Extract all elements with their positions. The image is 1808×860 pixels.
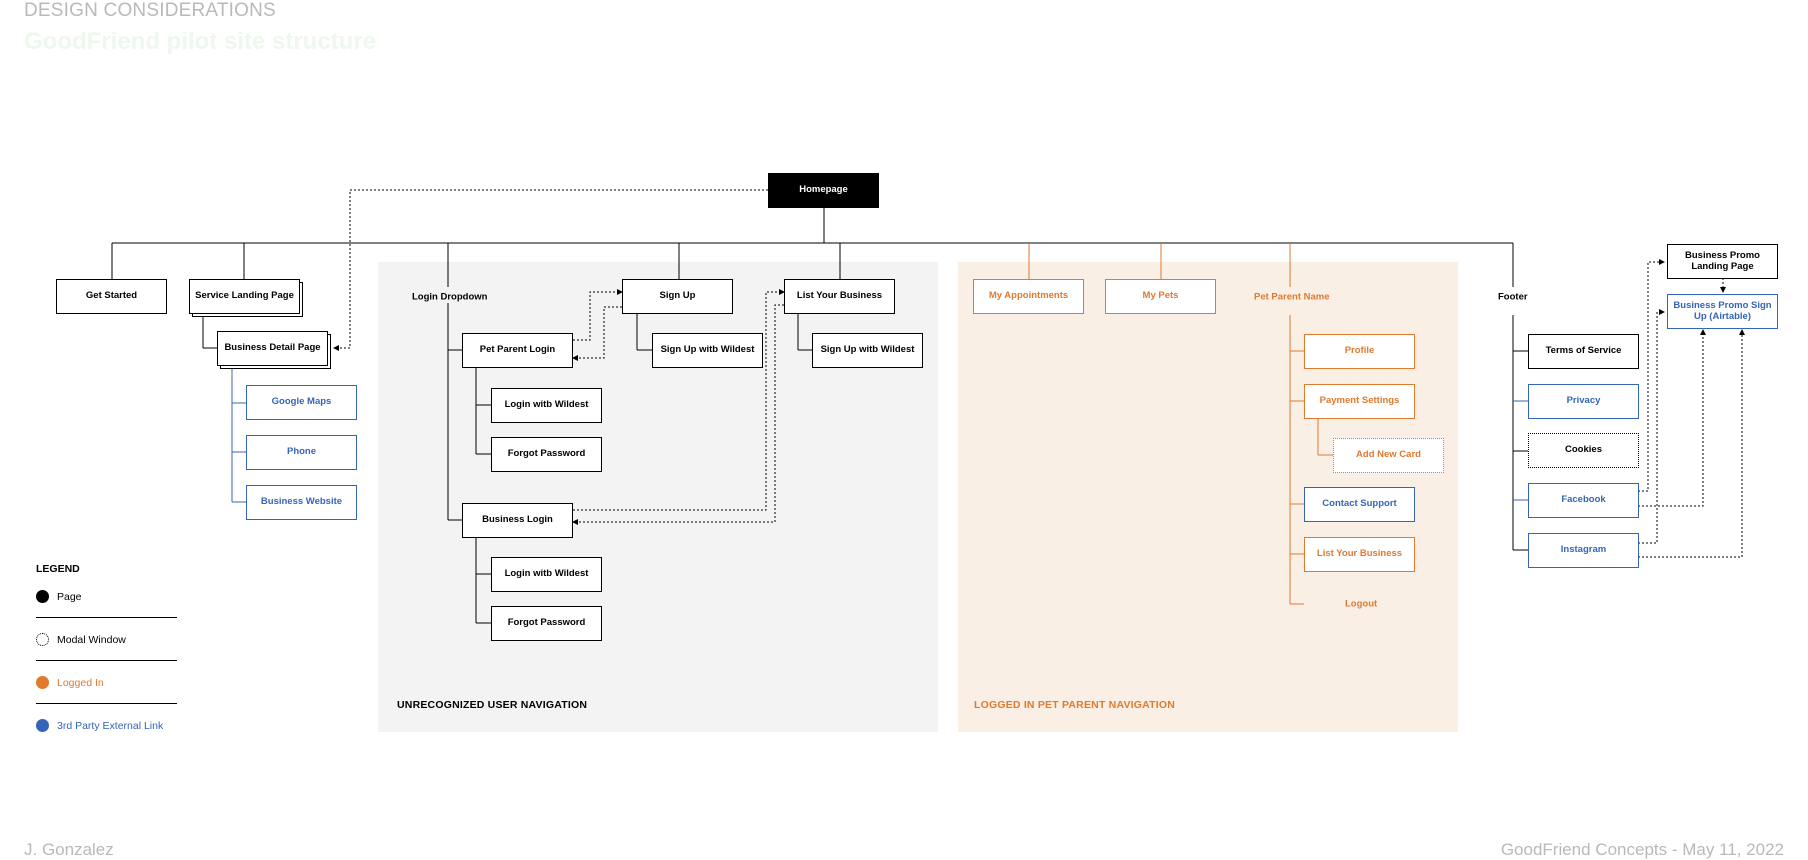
legend-label: Page bbox=[57, 590, 82, 603]
cookies-node: Cookies bbox=[1528, 433, 1639, 468]
lyb-sign-up-wildest-node: Sign Up witb Wildest bbox=[812, 333, 923, 368]
promo-signup-node: Business Promo Sign Up (Airtable) bbox=[1667, 294, 1778, 329]
page-title: GoodFriend pilot site structure bbox=[24, 28, 377, 55]
legend-label: Modal Window bbox=[57, 633, 126, 646]
sign-up-wildest-node: Sign Up witb Wildest bbox=[652, 333, 763, 368]
add-new-card-node: Add New Card bbox=[1333, 438, 1444, 473]
legend-label: Logged In bbox=[57, 676, 104, 689]
bl-forgot-password-node: Forgot Password bbox=[491, 606, 602, 641]
bl-login-wildest-node: Login witb Wildest bbox=[491, 557, 602, 592]
legend-divider bbox=[36, 660, 177, 661]
pet-parent-name-label: Pet Parent Name bbox=[1254, 291, 1330, 303]
list-your-business-node: List Your Business bbox=[784, 279, 895, 314]
promo-landing-node: Business Promo Landing Page bbox=[1667, 244, 1778, 279]
date-credit: GoodFriend Concepts - May 11, 2022 bbox=[1500, 840, 1784, 859]
pet-parent-login-node: Pet Parent Login bbox=[462, 333, 573, 368]
logout-label: Logout bbox=[1345, 598, 1378, 610]
my-appointments-node: My Appointments bbox=[973, 279, 1084, 314]
page-dot-icon bbox=[36, 590, 49, 603]
google-maps-node: Google Maps bbox=[246, 385, 357, 420]
pp-login-wildest-node: Login witb Wildest bbox=[491, 388, 602, 423]
legend-divider bbox=[36, 703, 177, 704]
legend-item-modal: Modal Window bbox=[36, 633, 126, 646]
legend-item-logged-in: Logged In bbox=[36, 676, 104, 689]
payment-settings-node: Payment Settings bbox=[1304, 384, 1415, 419]
modal-dot-icon bbox=[36, 633, 49, 646]
homepage-node: Homepage bbox=[768, 173, 879, 208]
business-detail-node: Business Detail Page bbox=[217, 331, 328, 366]
business-login-node: Business Login bbox=[462, 503, 573, 538]
legend-divider bbox=[36, 617, 177, 618]
privacy-node: Privacy bbox=[1528, 384, 1639, 419]
external-dot-icon bbox=[36, 719, 49, 732]
logged-in-nav-label: LOGGED IN PET PARENT NAVIGATION bbox=[974, 699, 1176, 711]
business-website-node: Business Website bbox=[246, 485, 357, 520]
terms-node: Terms of Service bbox=[1528, 334, 1639, 369]
contact-support-node: Contact Support bbox=[1304, 487, 1415, 522]
facebook-node: Facebook bbox=[1528, 483, 1639, 518]
logged-in-dot-icon bbox=[36, 676, 49, 689]
get-started-node: Get Started bbox=[56, 279, 167, 314]
footer-label: Footer bbox=[1498, 291, 1528, 303]
login-dropdown-label: Login Dropdown bbox=[412, 291, 488, 303]
legend-label: 3rd Party External Link bbox=[57, 719, 164, 732]
pp-list-your-business-node: List Your Business bbox=[1304, 537, 1415, 572]
profile-node: Profile bbox=[1304, 334, 1415, 369]
legend-item-external: 3rd Party External Link bbox=[36, 719, 163, 732]
author-credit: J. Gonzalez bbox=[24, 840, 114, 859]
pp-forgot-password-node: Forgot Password bbox=[491, 437, 602, 472]
service-landing-node: Service Landing Page bbox=[189, 279, 300, 314]
phone-node: Phone bbox=[246, 435, 357, 470]
section-title: DESIGN CONSIDERATIONS bbox=[24, 0, 276, 21]
instagram-node: Instagram bbox=[1528, 533, 1639, 568]
my-pets-node: My Pets bbox=[1105, 279, 1216, 314]
legend-title: LEGEND bbox=[36, 563, 80, 575]
sign-up-node: Sign Up bbox=[622, 279, 733, 314]
unrecognized-nav-label: UNRECOGNIZED USER NAVIGATION bbox=[397, 699, 588, 711]
legend-item-page: Page bbox=[36, 590, 82, 603]
